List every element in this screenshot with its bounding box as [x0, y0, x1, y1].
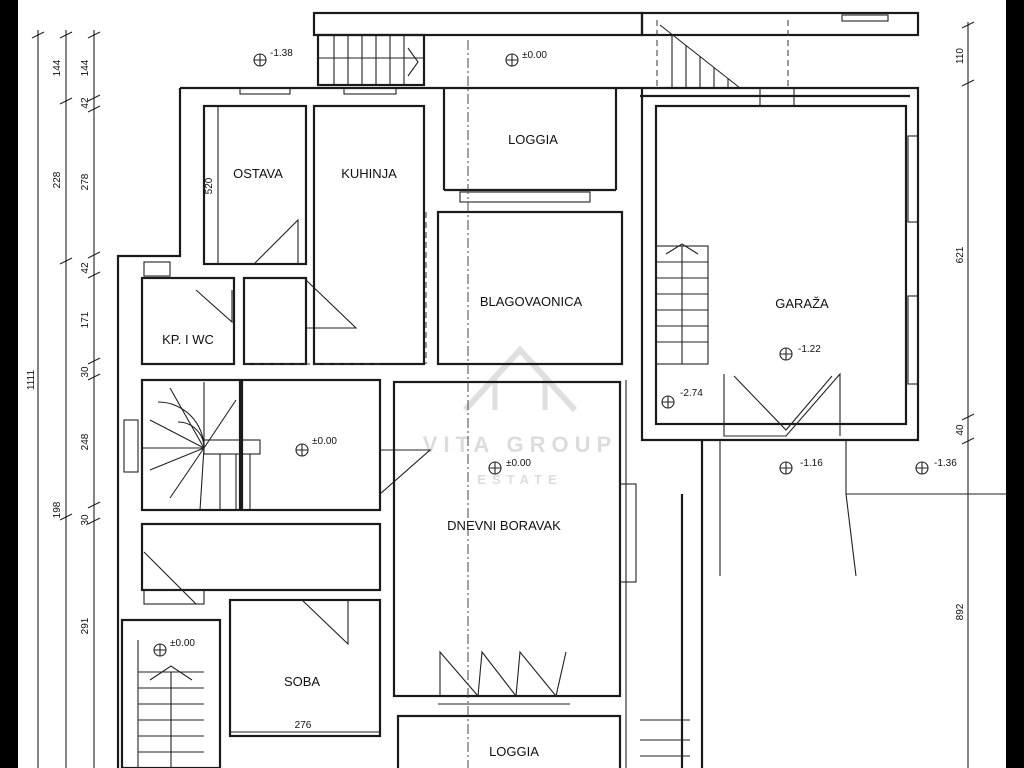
dim-right-b: 621 [955, 246, 966, 263]
room-label-loggia-bottom: LOGGIA [489, 744, 539, 759]
watermark-line1: VITA GROUP [423, 432, 617, 457]
exterior-right [625, 380, 1006, 768]
dim-left-b: 228 [52, 171, 63, 188]
dim-inner-h: 30 [80, 514, 91, 526]
room-loggia-top: LOGGIA [459, 132, 591, 203]
dim-left-a: 144 [52, 59, 63, 76]
level-marker-hall [295, 443, 309, 457]
dimension-lines-left: 1111 144 228 198 144 42 278 42 171 30 24… [26, 30, 101, 768]
level-marker-garage-stair: -2.74 [661, 388, 703, 409]
dim-inner-g: 248 [80, 433, 91, 450]
dim-inner-f: 30 [80, 366, 91, 378]
dim-right-a: 110 [955, 48, 966, 64]
room-label-kuhinja: KUHINJA [341, 166, 397, 181]
paper-background [18, 0, 1006, 768]
dim-right-d: 892 [955, 603, 966, 620]
room-label-blagovaonica: BLAGOVAONICA [480, 294, 583, 309]
level-garage: -1.22 [798, 344, 821, 355]
stair-bottom-left [120, 618, 222, 768]
room-label-loggia-top: LOGGIA [508, 132, 558, 147]
dim-ostava-height: 520 [204, 177, 215, 194]
dim-inner-d: 42 [80, 262, 91, 274]
dim-left-total: 1111 [26, 370, 37, 390]
dimension-lines-right: 110 621 40 892 [955, 21, 975, 768]
room-label-kp-wc: KP. I WC [162, 332, 214, 347]
room-label-soba: SOBA [284, 674, 320, 689]
dim-inner-b: 42 [80, 97, 91, 109]
dim-inner-a: 144 [80, 59, 91, 76]
level-living: ±0.00 [506, 458, 531, 469]
room-label-ostava: OSTAVA [233, 166, 283, 181]
room-label-garaza: GARAŽA [775, 296, 829, 311]
room-dnevni-boravak: DNEVNI BORAVAK ±0.00 [379, 380, 637, 698]
dim-soba-width: 276 [295, 720, 312, 731]
level-marker-living [488, 461, 502, 475]
room-hall: ±0.00 [123, 363, 382, 512]
watermark-line2: ESTATE [477, 472, 562, 487]
level-outside-right: -1.36 [934, 458, 957, 469]
room-garaza: GARAŽA [654, 87, 919, 437]
level-garage-front: -1.16 [800, 458, 823, 469]
level-stair-bottom: ±0.00 [170, 638, 195, 649]
room-label-dnevni-boravak: DNEVNI BORAVAK [447, 518, 561, 533]
level-marker-garage-front: -1.16 [779, 458, 823, 475]
level-loggia-top: ±0.00 [522, 50, 547, 61]
dim-inner-i: 291 [80, 617, 91, 634]
dim-left-c: 198 [52, 501, 63, 518]
level-stair-top: -1.38 [270, 48, 293, 59]
level-hall: ±0.00 [312, 436, 337, 447]
room-soba: 276 SOBA [228, 598, 382, 738]
level-marker-outside-right: -1.36 [915, 458, 957, 475]
level-marker-stair-bottom: ±0.00 [153, 638, 195, 657]
level-marker-loggia: ±0.00 [505, 50, 547, 67]
corridor [140, 522, 382, 605]
dim-inner-e: 171 [80, 311, 91, 328]
top-strip [312, 11, 920, 89]
level-garage-stair: -2.74 [680, 388, 703, 399]
room-ostava: 520 OSTAVA [202, 87, 308, 266]
outer-walls [116, 86, 920, 768]
dim-right-c: 40 [955, 424, 966, 436]
level-marker-stair-top: -1.38 [253, 48, 293, 67]
room-loggia-bottom: LOGGIA [396, 703, 622, 768]
level-marker-garage: -1.22 [779, 344, 821, 361]
dim-inner-c: 278 [80, 173, 91, 190]
watermark-logo: VITA GROUP ESTATE [423, 345, 617, 487]
room-blagovaonica: BLAGOVAONICA [425, 210, 624, 366]
